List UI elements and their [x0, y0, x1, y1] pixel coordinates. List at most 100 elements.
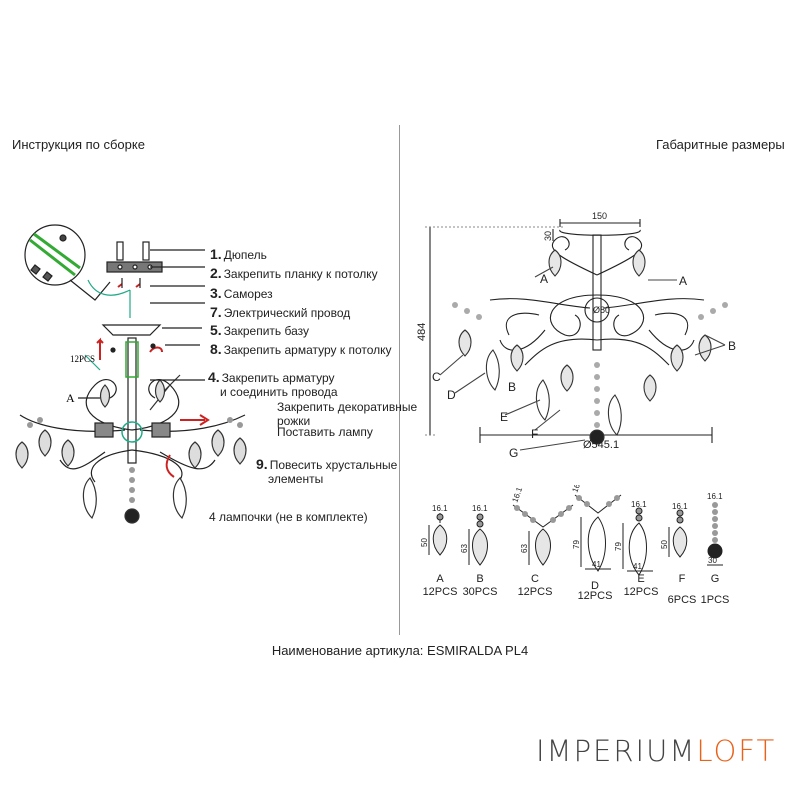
part-g-letter: G [711, 573, 720, 585]
part-f [668, 509, 688, 558]
bulbs-note: 4 лампочки (не в комплекте) [209, 510, 368, 524]
center-divider [399, 125, 400, 635]
step-9-text: Повесить хрустальные [269, 458, 398, 472]
part-d-dim-1: 16.1 [570, 485, 584, 494]
label-a: A [66, 391, 75, 405]
step-1-text: Дюпель [223, 248, 267, 262]
callout-b-left: B [508, 380, 516, 394]
part-c-qty: 12PCS [518, 586, 553, 598]
part-b [468, 513, 488, 566]
dim-total-height: 484 [416, 323, 428, 341]
pcs-label: 12PCS [70, 354, 95, 364]
parts-row: 16.1 50 16.1 63 16.1 63 16.1 79 41 16.1 … [420, 485, 730, 606]
part-e [622, 507, 653, 576]
step-1: 1.Дюпель [210, 246, 267, 262]
logo-part-1: IMPERIUM [536, 734, 697, 768]
part-c [512, 504, 574, 566]
step-8: 8.Закрепить арматуру к потолку [210, 341, 392, 357]
part-f-dim-2: 50 [660, 540, 669, 549]
part-a-letter: A [436, 573, 444, 585]
logo-part-2: LOFT [696, 734, 777, 768]
step-decor-horns-text-2: рожки [277, 414, 311, 428]
step-7: 7.Электрический провод [210, 304, 350, 320]
step-7-number: 7. [210, 304, 222, 320]
step-9-number: 9. [256, 456, 268, 472]
part-g [707, 502, 723, 566]
step-7-text: Электрический провод [223, 306, 351, 320]
step-3-number: 3. [210, 285, 222, 301]
part-d-letter: D [591, 580, 599, 592]
part-e-dim-2: 79 [614, 542, 623, 551]
part-e-letter: E [637, 573, 644, 585]
callout-g: G [509, 446, 518, 460]
dimensions-heading: Габаритные размеры [656, 137, 785, 152]
step-lamp: Поставить лампу [277, 425, 373, 439]
callout-e: E [500, 410, 508, 424]
step-9-text-2: элементы [268, 472, 324, 486]
part-e-qty: 12PCS [624, 586, 659, 598]
part-f-dim-1: 16.1 [672, 502, 688, 511]
part-e-dim-3: 41 [633, 562, 642, 571]
step-lamp-text: Поставить лампу [277, 425, 373, 439]
callout-d: D [447, 388, 456, 402]
part-e-dim-1: 16.1 [631, 500, 647, 509]
center-ball [584, 297, 610, 323]
assembly-heading: Инструкция по сборке [12, 137, 145, 152]
rod [592, 234, 602, 351]
step-5-number: 5. [210, 322, 222, 338]
step-5-text: Закрепить базу [223, 324, 309, 338]
part-a-qty: 12PCS [423, 586, 458, 598]
callout-f: F [531, 427, 538, 441]
brand-logo: IMPERIUMLOFT [536, 734, 776, 768]
part-b-letter: B [476, 573, 483, 585]
callout-a-right: A [679, 274, 687, 288]
dim-overall-diameter: Ø545.1 [583, 439, 619, 451]
step-2: 2.Закрепить планку к потолку [210, 265, 378, 281]
dim-center-diameter: Ø80 [593, 305, 610, 315]
article-name: Наименование артикула: ESMIRALDA PL4 [271, 643, 529, 658]
step-8-text: Закрепить арматуру к потолку [223, 343, 392, 357]
assembly-drawing: 12PCS A [15, 224, 247, 524]
dimension-drawing: 150 30 484 Ø80 Ø545.1 A A B C D B E F G [416, 211, 736, 460]
arm-right [596, 294, 645, 337]
step-5: 5.Закрепить базу [210, 322, 309, 338]
step-decor-horns-text: Закрепить декоративные [277, 400, 418, 414]
part-c-dim-2: 63 [520, 544, 529, 553]
dowel-left [116, 241, 124, 261]
step-4-number: 4. [208, 369, 220, 385]
part-a-dim-2: 50 [420, 538, 429, 547]
part-b-dim-2: 63 [460, 544, 469, 553]
dim-top-height: 30 [543, 231, 553, 241]
callout-b-right: B [728, 339, 736, 353]
part-c-dim-1: 16.1 [510, 485, 524, 503]
part-g-qty: 1PCS [701, 594, 730, 606]
step-4-text-2: и соединить провода [220, 385, 338, 399]
part-a-dim-1: 16.1 [432, 504, 448, 513]
part-g-dim-2: 30 [708, 556, 717, 565]
part-d-qty: 12PCS [578, 590, 613, 602]
part-c-letter: C [531, 573, 539, 585]
callout-a-left: A [540, 272, 548, 286]
step-1-number: 1. [210, 246, 222, 262]
step-4-text: Закрепить арматуру [221, 371, 335, 385]
part-f-letter: F [679, 573, 686, 585]
part-b-dim-1: 16.1 [472, 504, 488, 513]
step-8-number: 8. [210, 341, 222, 357]
step-3-text: Саморез [223, 287, 273, 301]
part-d [574, 494, 622, 572]
part-b-qty: 30PCS [463, 586, 498, 598]
dim-top-width: 150 [592, 211, 607, 221]
part-d-dim-2: 79 [572, 540, 581, 549]
part-a [428, 513, 448, 556]
part-f-qty: 6PCS [668, 594, 697, 606]
central-rod [127, 337, 137, 464]
part-g-dim-1: 16.1 [707, 492, 723, 501]
ceiling-base [101, 324, 162, 336]
part-d-dim-3: 41 [592, 560, 601, 569]
arm-left [549, 294, 598, 337]
callout-c: C [432, 370, 441, 384]
step-3: 3.Саморез [210, 285, 273, 301]
